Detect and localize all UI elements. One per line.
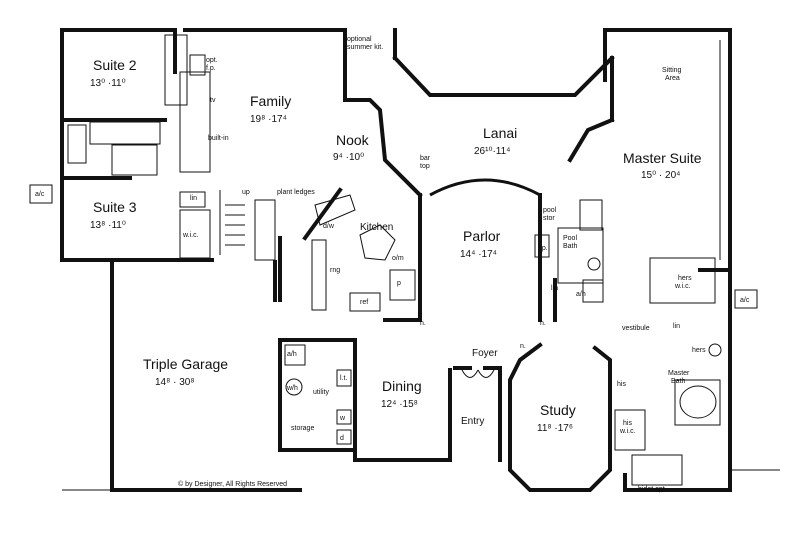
note-hers: hers — [692, 347, 706, 354]
note-ac-left: a/c — [35, 191, 45, 198]
suite3-name: Suite 3 — [93, 199, 137, 215]
note-storage: storage — [291, 425, 314, 432]
note-ah-utility: a/h — [287, 351, 297, 358]
note-p: p — [397, 280, 401, 287]
family-dim: 19⁸ ·17⁴ — [250, 114, 287, 125]
suite3-dim: 13⁸ ·11⁰ — [90, 220, 126, 231]
note-stor: stor — [543, 215, 555, 222]
parlor-name: Parlor — [463, 228, 501, 244]
parlor-dim: 14⁴ ·17⁴ — [460, 249, 497, 260]
note-ah-pool: a/h — [576, 291, 586, 298]
note-tv: tv — [210, 97, 216, 104]
kitchen-name: Kitchen — [360, 222, 393, 233]
note-pool-bath-2: Bath — [563, 243, 578, 250]
note-om: o/m — [392, 255, 404, 262]
note-summer-kit: summer kit. — [347, 44, 383, 51]
note-pool: pool — [543, 207, 557, 214]
suite2-dim: 13⁰ ·11⁰ — [90, 78, 126, 89]
note-optional: optional — [347, 36, 372, 43]
note-fp-family: f.p. — [206, 65, 216, 72]
note-bar: bar — [420, 155, 431, 162]
note-utility: utility — [313, 389, 329, 396]
suite2-name: Suite 2 — [93, 57, 137, 73]
note-vestibule: vestibule — [622, 325, 650, 332]
master-name: Master Suite — [623, 150, 702, 166]
walls — [60, 28, 732, 492]
garage-dim: 14⁸ · 30⁸ — [155, 377, 195, 388]
nook-dim: 9⁴ ·10⁰ — [333, 152, 364, 163]
note-w: w — [339, 415, 346, 422]
note-wic-suite3: w.i.c. — [182, 232, 199, 239]
note-fp-parlor: f.p. — [538, 245, 548, 252]
copyright-notice: © by Designer, All Rights Reserved — [178, 480, 287, 488]
note-n-foyer: n. — [520, 343, 526, 350]
note-wh: w/h — [286, 385, 298, 392]
dining-dim: 12⁴ ·15⁸ — [381, 399, 418, 410]
nook-name: Nook — [336, 132, 370, 148]
study-name: Study — [540, 402, 576, 418]
study-dim: 11⁸ ·17⁶ — [537, 423, 573, 434]
note-n-kitchen: n. — [420, 320, 426, 327]
room-labels: Suite 2 13⁰ ·11⁰ Suite 3 13⁸ ·11⁰ Family… — [90, 57, 702, 434]
lanai-name: Lanai — [483, 125, 517, 141]
note-up: up — [242, 189, 250, 196]
interior-details — [29, 34, 780, 491]
entry-name: Entry — [461, 416, 484, 427]
garage-name: Triple Garage — [143, 356, 228, 372]
note-master-bath-2: Bath — [671, 378, 686, 385]
note-area: Area — [665, 75, 680, 82]
note-top: top — [420, 163, 430, 170]
note-hers-wic-2: w.i.c. — [674, 283, 691, 290]
note-his: his — [617, 381, 626, 388]
note-pool-bath-1: Pool — [563, 235, 577, 242]
lanai-dim: 26¹⁰·11⁴ — [474, 146, 510, 157]
note-his-wic-2: w.i.c. — [619, 428, 636, 435]
master-dim: 15⁰ · 20⁴ — [641, 170, 680, 181]
note-master-bath-1: Master — [668, 370, 690, 377]
note-built-in: built-in — [208, 135, 229, 142]
note-lin-suite3: lin — [190, 195, 197, 202]
note-lin-pool: lin — [551, 285, 558, 292]
dining-name: Dining — [382, 378, 422, 394]
family-name: Family — [250, 93, 291, 109]
foyer-name: Foyer — [472, 348, 498, 359]
note-sitting: Sitting — [662, 67, 682, 74]
note-ac-right: a/c — [740, 297, 750, 304]
note-plant-ledges: plant ledges — [277, 189, 315, 196]
note-hers-wic-1: hers — [678, 275, 692, 282]
plan-notes: optional summer kit. opt. f.p. tv built-… — [35, 36, 750, 493]
note-ref: ref — [360, 299, 368, 306]
note-his-wic-1: his — [623, 420, 632, 427]
note-n-parlor: n. — [540, 320, 546, 327]
note-bidet-opt: bidet opt. — [638, 486, 667, 493]
note-opt: opt. — [206, 57, 218, 64]
note-dw: d/w — [323, 223, 335, 230]
note-lt: l.t. — [340, 375, 347, 382]
note-d: d — [340, 435, 344, 442]
note-lin-master: lin — [673, 323, 680, 330]
note-rng: rng — [330, 267, 340, 274]
